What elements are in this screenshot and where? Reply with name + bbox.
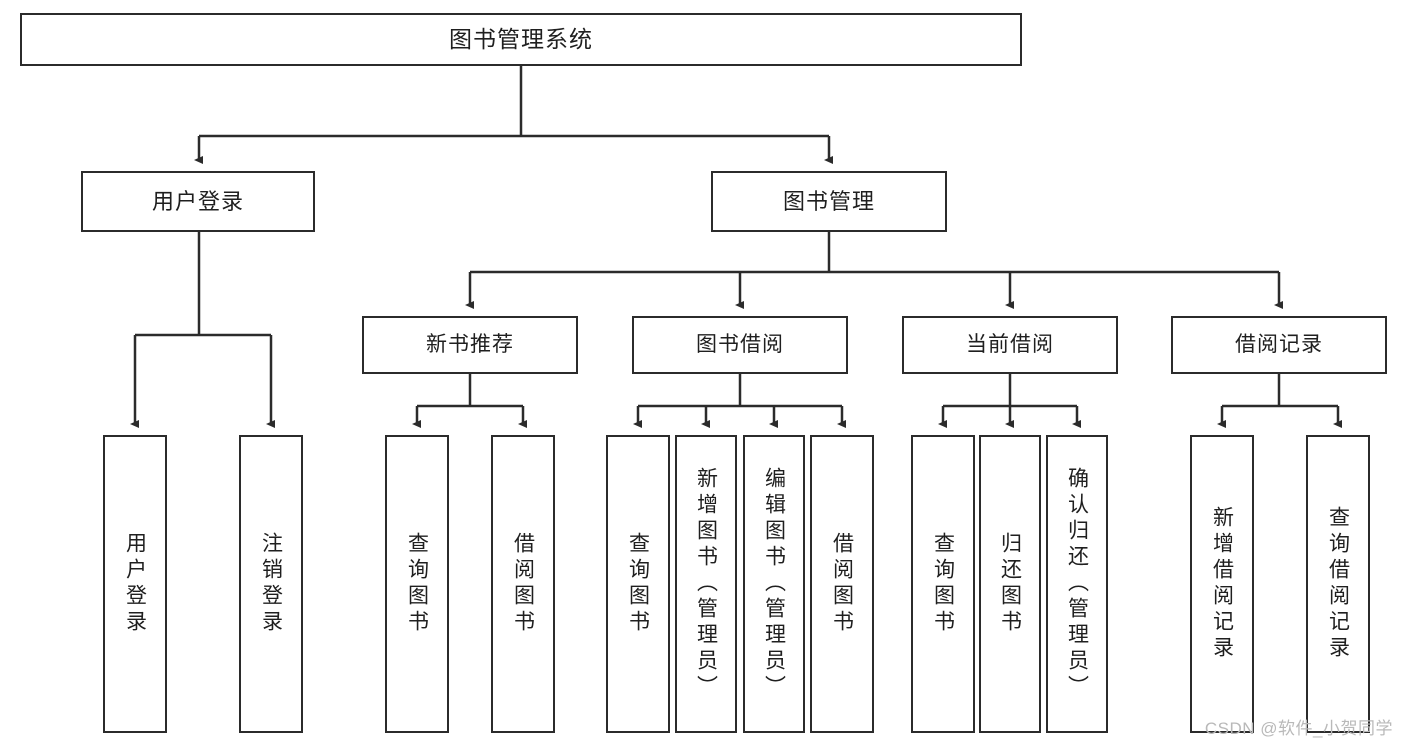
node-label: 注销登录 [259,532,283,636]
node-user-login[interactable]: 用户登录 [81,171,315,232]
node-new-book-recommendation[interactable]: 新书推荐 [362,316,578,374]
node-label: 确认归还（管理员） [1065,467,1089,701]
leaf-records-1[interactable]: 新增借阅记录 [1190,435,1254,733]
node-book-borrow[interactable]: 图书借阅 [632,316,848,374]
leaf-borrow-1[interactable]: 查询图书 [606,435,670,733]
leaf-new-book-1[interactable]: 查询图书 [385,435,449,733]
leaf-current-3[interactable]: 确认归还（管理员） [1046,435,1108,733]
leaf-new-book-2[interactable]: 借阅图书 [491,435,555,733]
leaf-records-2[interactable]: 查询借阅记录 [1306,435,1370,733]
node-label: 用户登录 [151,188,244,214]
node-label: 归还图书 [998,532,1022,636]
leaf-current-2[interactable]: 归还图书 [979,435,1041,733]
node-label: 图书管理系统 [449,26,593,53]
leaf-borrow-4[interactable]: 借阅图书 [810,435,874,733]
node-label: 当前借阅 [966,332,1054,356]
node-label: 新增借阅记录 [1210,506,1234,662]
node-label: 用户登录 [123,532,147,636]
node-label: 查询图书 [626,532,650,636]
node-label: 图书借阅 [696,332,784,356]
node-label: 查询借阅记录 [1326,506,1350,662]
leaf-borrow-3[interactable]: 编辑图书（管理员） [743,435,805,733]
watermark: CSDN @软件_小贺同学 [1204,719,1393,738]
node-label: 借阅图书 [511,532,535,636]
leaf-user-login-1[interactable]: 用户登录 [103,435,167,733]
leaf-user-login-2[interactable]: 注销登录 [239,435,303,733]
node-label: 编辑图书（管理员） [762,467,786,701]
node-label: 借阅图书 [830,532,854,636]
leaf-borrow-2[interactable]: 新增图书（管理员） [675,435,737,733]
node-label: 新增图书（管理员） [694,467,718,701]
node-borrow-records[interactable]: 借阅记录 [1171,316,1387,374]
node-label: 查询图书 [931,532,955,636]
node-root-system[interactable]: 图书管理系统 [20,13,1022,66]
node-label: 借阅记录 [1235,332,1323,356]
node-label: 查询图书 [405,532,429,636]
node-book-management[interactable]: 图书管理 [711,171,947,232]
node-label: 图书管理 [782,188,875,214]
leaf-current-1[interactable]: 查询图书 [911,435,975,733]
node-current-borrow[interactable]: 当前借阅 [902,316,1118,374]
node-label: 新书推荐 [426,332,514,356]
